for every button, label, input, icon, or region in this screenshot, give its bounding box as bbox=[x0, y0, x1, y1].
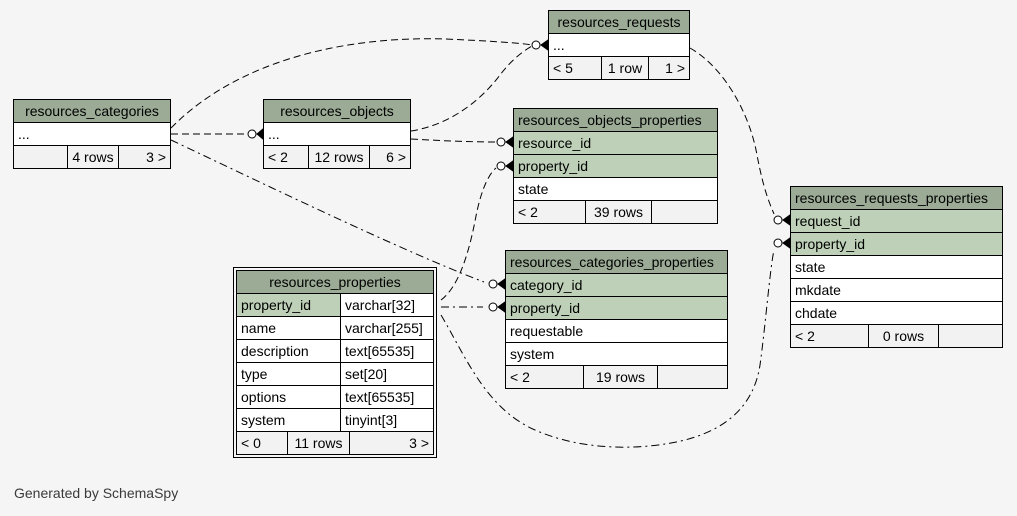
column-description: description text[65535] bbox=[237, 340, 433, 363]
footer-rowcount: 4 rows bbox=[67, 146, 118, 168]
table-title: resources_properties bbox=[237, 271, 433, 294]
column-resource-id: resource_id bbox=[514, 132, 717, 155]
footer-parents: < 2 bbox=[795, 328, 815, 344]
footer-children: 6 > bbox=[369, 146, 410, 168]
rel-requests-requests-properties bbox=[689, 47, 775, 215]
table-resources-requests[interactable]: resources_requests ... < 5 1 row 1 > bbox=[548, 10, 690, 80]
table-footer: < 2 12 rows 6 > bbox=[264, 146, 410, 168]
table-title: resources_categories bbox=[14, 100, 170, 123]
rel-properties-objects-properties bbox=[440, 167, 497, 301]
column-type: varchar[255] bbox=[345, 320, 423, 336]
column-mkdate: mkdate bbox=[791, 279, 1002, 302]
table-resources-objects[interactable]: resources_objects ... < 2 12 rows 6 > bbox=[263, 99, 411, 169]
column-type: varchar[32] bbox=[345, 297, 416, 313]
column-name: property_id bbox=[237, 294, 341, 316]
column-request-id: request_id bbox=[791, 210, 1002, 233]
footer-rowcount: 39 rows bbox=[585, 201, 651, 223]
column-state: state bbox=[514, 178, 717, 201]
column-type: text[65535] bbox=[345, 389, 415, 405]
footer-parents: < 2 bbox=[518, 204, 538, 220]
column-name: name bbox=[237, 317, 341, 339]
column-state: state bbox=[791, 256, 1002, 279]
table-resources-properties-highlight: resources_properties property_id varchar… bbox=[233, 267, 437, 458]
column-options: options text[65535] bbox=[237, 386, 433, 409]
footer-rowcount: 19 rows bbox=[583, 366, 657, 388]
column-type: text[65535] bbox=[345, 343, 415, 359]
column-name: name varchar[255] bbox=[237, 317, 433, 340]
column-property-id: property_id bbox=[791, 233, 1002, 256]
column-system: system tinyint[3] bbox=[237, 409, 433, 432]
column-property-id: property_id bbox=[514, 155, 717, 178]
footer-parents: < 2 bbox=[510, 369, 530, 385]
collapsed-columns-row: ... bbox=[264, 123, 410, 146]
footer-parents: < 5 bbox=[553, 60, 573, 76]
column-type: tinyint[3] bbox=[345, 412, 398, 428]
table-resources-categories[interactable]: resources_categories ... 4 rows 3 > bbox=[13, 99, 171, 169]
footer-children bbox=[657, 366, 727, 388]
column-type: type set[20] bbox=[237, 363, 433, 386]
column-chdate: chdate bbox=[791, 302, 1002, 325]
column-requestable: requestable bbox=[506, 320, 727, 343]
table-resources-properties[interactable]: resources_properties property_id varchar… bbox=[236, 270, 434, 455]
table-footer: < 5 1 row 1 > bbox=[549, 57, 689, 79]
rel-categories-categories-properties bbox=[170, 139, 485, 283]
table-title: resources_objects_properties bbox=[514, 109, 717, 132]
footer-rowcount: 12 rows bbox=[308, 146, 369, 168]
rel-objects-objects-properties bbox=[410, 138, 497, 143]
table-resources-requests-properties[interactable]: resources_requests_properties request_id… bbox=[790, 186, 1003, 348]
column-name: type bbox=[237, 363, 341, 385]
table-title: resources_objects bbox=[264, 100, 410, 123]
rel-properties-requests-properties bbox=[440, 249, 775, 448]
footer-parents: < 2 bbox=[268, 149, 288, 165]
column-property-id: property_id bbox=[506, 297, 727, 320]
footer-rowcount: 1 row bbox=[601, 57, 648, 79]
table-title: resources_categories_properties bbox=[506, 251, 727, 274]
collapsed-columns-row: ... bbox=[14, 123, 170, 146]
column-property-id: property_id varchar[32] bbox=[237, 294, 433, 317]
footer-children bbox=[651, 201, 717, 223]
table-footer: 4 rows 3 > bbox=[14, 146, 170, 168]
table-footer: < 0 11 rows 3 > bbox=[237, 432, 433, 454]
table-title: resources_requests bbox=[549, 11, 689, 34]
footer-parents: < 0 bbox=[241, 435, 261, 451]
footer-children: 1 > bbox=[648, 57, 689, 79]
footer-parents bbox=[14, 146, 67, 168]
table-title: resources_requests_properties bbox=[791, 187, 1002, 210]
table-footer: < 2 39 rows bbox=[514, 201, 717, 223]
footer-children: 3 > bbox=[118, 146, 170, 168]
table-resources-objects-properties[interactable]: resources_objects_properties resource_id… bbox=[513, 108, 718, 224]
column-name: options bbox=[237, 386, 341, 408]
column-name: system bbox=[237, 409, 341, 431]
collapsed-columns-row: ... bbox=[549, 34, 689, 57]
column-category-id: category_id bbox=[506, 274, 727, 297]
rel-categories-requests bbox=[170, 38, 533, 129]
footer-children bbox=[938, 325, 1002, 347]
footer-children: 3 > bbox=[349, 432, 433, 454]
table-resources-categories-properties[interactable]: resources_categories_properties category… bbox=[505, 250, 728, 389]
rel-objects-requests bbox=[410, 45, 533, 132]
column-system: system bbox=[506, 343, 727, 366]
footer-rowcount: 11 rows bbox=[287, 432, 349, 454]
footer-rowcount: 0 rows bbox=[868, 325, 938, 347]
column-name: description bbox=[237, 340, 341, 362]
table-footer: < 2 0 rows bbox=[791, 325, 1002, 347]
generator-note: Generated by SchemaSpy bbox=[14, 485, 179, 501]
column-type: set[20] bbox=[345, 366, 388, 382]
relationship-endpoints bbox=[247, 39, 791, 313]
table-footer: < 2 19 rows bbox=[506, 366, 727, 388]
